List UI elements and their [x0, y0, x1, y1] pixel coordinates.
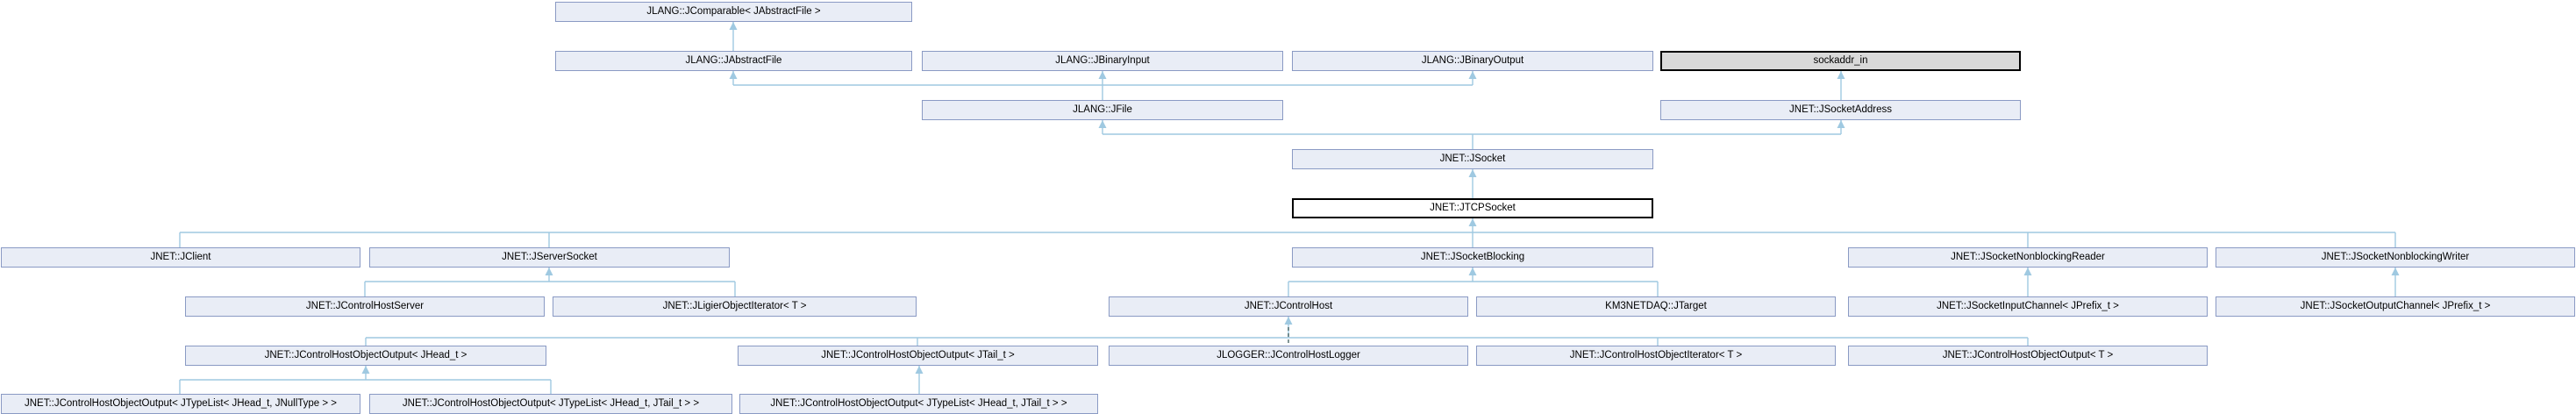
node-jfile[interactable]: JLANG::JFile: [922, 100, 1283, 120]
node-jcomparable[interactable]: JLANG::JComparable< JAbstractFile >: [555, 2, 912, 22]
node-jsocketblocking[interactable]: JNET::JSocketBlocking: [1292, 247, 1653, 268]
node-jbinaryinput[interactable]: JLANG::JBinaryInput: [922, 51, 1283, 71]
node-jsocket[interactable]: JNET::JSocket: [1292, 149, 1653, 169]
node-jchoo-t[interactable]: JNET::JControlHostObjectOutput< T >: [1848, 346, 2208, 366]
node-jligierobjectiterator[interactable]: JNET::JLigierObjectIterator< T >: [553, 296, 917, 317]
inheritance-edges: [179, 22, 2396, 394]
node-jcontrolhost[interactable]: JNET::JControlHost: [1109, 296, 1468, 317]
node-jchoo-jtail[interactable]: JNET::JControlHostObjectOutput< JTail_t …: [738, 346, 1098, 366]
node-jserversocket[interactable]: JNET::JServerSocket: [369, 247, 730, 268]
node-sockaddr-in: sockaddr_in: [1660, 51, 2021, 71]
edge-derived-to-jtcpsocket: [179, 218, 2396, 247]
edge-derived-to-jcontrolhost: [365, 317, 2029, 346]
node-jsocketnonblockingreader[interactable]: JNET::JSocketNonblockingReader: [1848, 247, 2208, 268]
node-jchoo-typelist-nulltype[interactable]: JNET::JControlHostObjectOutput< JTypeLis…: [1, 394, 360, 414]
node-jcontrolhostlogger[interactable]: JLOGGER::JControlHostLogger: [1109, 346, 1468, 366]
node-jchoo-typelist-tail-1[interactable]: JNET::JControlHostObjectOutput< JTypeLis…: [369, 394, 732, 414]
edge-jsocket-to-bases: [1102, 120, 1842, 149]
node-jsocketaddress[interactable]: JNET::JSocketAddress: [1660, 100, 2021, 120]
node-jsocketinputchannel[interactable]: JNET::JSocketInputChannel< JPrefix_t >: [1848, 296, 2208, 317]
node-jclient[interactable]: JNET::JClient: [1, 247, 360, 268]
node-jtarget[interactable]: KM3NETDAQ::JTarget: [1476, 296, 1836, 317]
node-jcontrolhostserver[interactable]: JNET::JControlHostServer: [185, 296, 545, 317]
node-jchoo-typelist-tail-2[interactable]: JNET::JControlHostObjectOutput< JTypeLis…: [739, 394, 1098, 414]
node-jbinaryoutput[interactable]: JLANG::JBinaryOutput: [1292, 51, 1653, 71]
node-jsocketnonblockingwriter[interactable]: JNET::JSocketNonblockingWriter: [2216, 247, 2575, 268]
node-jchoo-jhead[interactable]: JNET::JControlHostObjectOutput< JHead_t …: [185, 346, 546, 366]
node-jabstractfile[interactable]: JLANG::JAbstractFile: [555, 51, 912, 71]
node-jtcpsocket-current: JNET::JTCPSocket: [1292, 198, 1653, 218]
node-jcontrolhostobjectiterator[interactable]: JNET::JControlHostObjectIterator< T >: [1476, 346, 1836, 366]
node-jsocketoutputchannel[interactable]: JNET::JSocketOutputChannel< JPrefix_t >: [2216, 296, 2575, 317]
